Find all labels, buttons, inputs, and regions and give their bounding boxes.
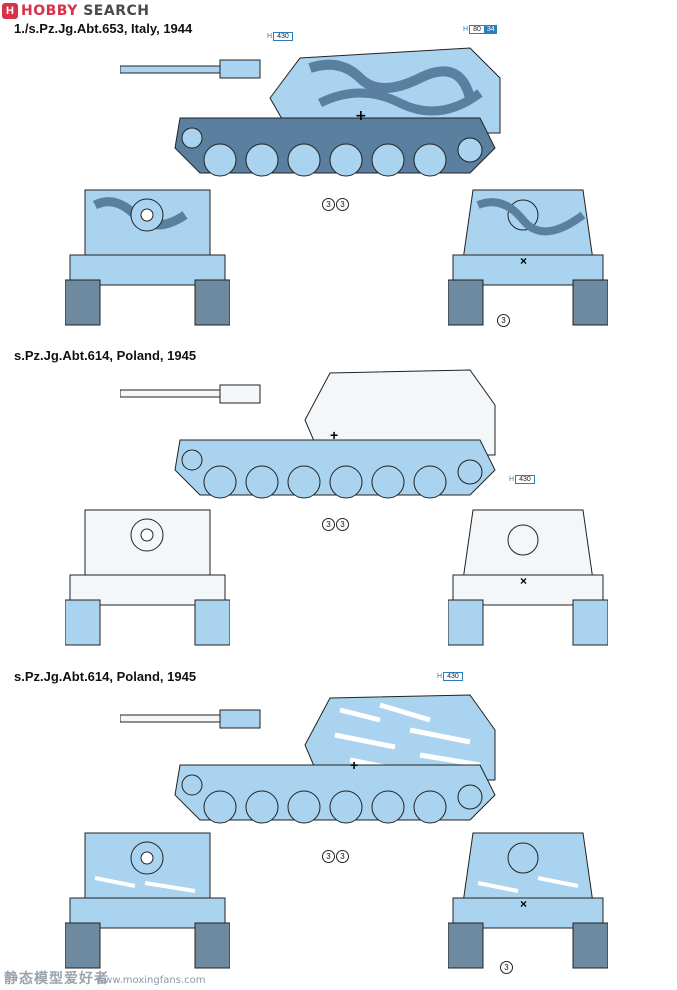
section-1-title: 1./s.Pz.Jg.Abt.653, Italy, 1944: [14, 21, 193, 36]
vehicle-side-view: +: [120, 694, 496, 824]
footer-watermark-cn: 静态模型爱好者: [4, 970, 109, 986]
svg-text:+: +: [330, 427, 338, 443]
svg-text:+: +: [350, 757, 358, 773]
vehicle-rear-view: ×: [448, 189, 608, 326]
vehicle-front-view: [65, 509, 230, 646]
vehicle-rear-view: ×: [448, 832, 608, 969]
svg-text:×: ×: [520, 574, 527, 588]
vehicle-side-view: +: [120, 369, 496, 499]
svg-text:+: +: [355, 108, 367, 124]
logo-mark: H: [2, 3, 18, 19]
callout-group: 3: [497, 314, 510, 327]
svg-text:×: ×: [520, 254, 527, 268]
callout-group: 3: [500, 961, 513, 974]
section-2-title: s.Pz.Jg.Abt.614, Poland, 1945: [14, 348, 197, 363]
logo-text: HOBBY SEARCH: [21, 3, 150, 19]
vehicle-front-view: [65, 189, 230, 326]
vehicle-front-view: [65, 832, 230, 969]
vehicle-side-view: +: [120, 47, 501, 177]
footer-watermark-url: www.moxingfans.com: [96, 975, 206, 986]
hobbysearch-logo: H HOBBY SEARCH: [2, 2, 149, 20]
vehicle-rear-view: ×: [448, 509, 608, 646]
section-3-title: s.Pz.Jg.Abt.614, Poland, 1945: [14, 669, 197, 684]
svg-text:×: ×: [520, 897, 527, 911]
